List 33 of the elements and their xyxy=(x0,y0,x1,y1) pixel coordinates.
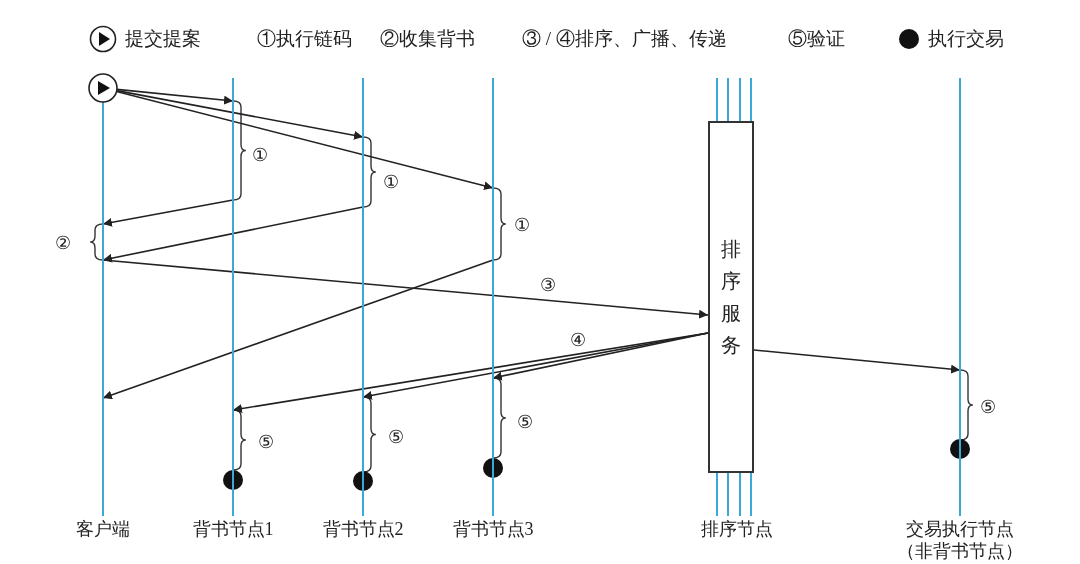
legend-label: ②收集背书 xyxy=(380,27,475,51)
legend-label: ③ / ④排序、广播、传递 xyxy=(522,27,727,51)
step-number: ② xyxy=(55,233,71,253)
participant-label: 排序节点 xyxy=(701,518,773,540)
step-number: ⑤ xyxy=(388,427,404,447)
arrow xyxy=(102,199,234,227)
start-circle xyxy=(88,73,118,103)
step-number: ① xyxy=(252,145,268,165)
service-box xyxy=(708,121,754,473)
legend-label: 提交提案 xyxy=(125,27,201,51)
step-number: ① xyxy=(514,215,530,235)
participant-label: 客户端 xyxy=(76,518,130,540)
participant-label: 背书节点1 xyxy=(192,518,274,540)
legend-label: ⑤验证 xyxy=(788,27,845,51)
participant-label: 背书节点2 xyxy=(322,518,404,540)
service-label: 排序服务 xyxy=(721,237,741,358)
arrow xyxy=(102,206,364,263)
step-number: ⑤ xyxy=(258,432,274,452)
edge-label: ④ xyxy=(570,330,586,350)
arrow xyxy=(116,88,234,105)
legend-label: ①执行链码 xyxy=(257,27,352,51)
edge-label: ③ xyxy=(540,275,556,295)
step-number: ① xyxy=(383,172,399,192)
arrow xyxy=(102,259,709,319)
arrow xyxy=(492,332,709,381)
step-number: ⑤ xyxy=(517,412,533,432)
step-number: ⑤ xyxy=(980,397,996,417)
arrow xyxy=(115,90,494,191)
participant-label: 背书节点3 xyxy=(452,518,534,540)
arrow xyxy=(753,349,961,374)
participant-label: 交易执行节点（非背书节点） xyxy=(897,518,1023,562)
arrow xyxy=(102,259,494,400)
legend-label: 执行交易 xyxy=(928,27,1004,51)
